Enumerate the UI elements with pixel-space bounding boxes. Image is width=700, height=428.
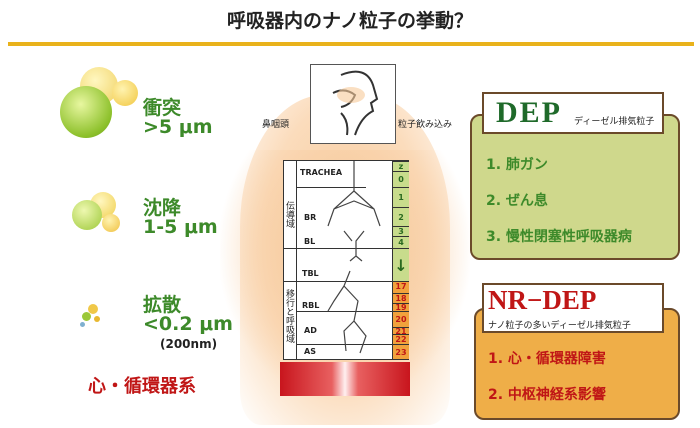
dep-title-box: DEP ディーゼル排気粒子 bbox=[482, 92, 664, 134]
generation-cell: 2 bbox=[393, 207, 409, 226]
region-label: AD bbox=[304, 326, 317, 335]
diffusion-nm: (200nm) bbox=[160, 337, 218, 351]
generation-cell: 22 bbox=[393, 334, 409, 344]
dep-title: DEP bbox=[496, 96, 562, 129]
dep-item: 3. 慢性閉塞性呼吸器病 bbox=[486, 229, 632, 245]
dep-panel: 1. 肺ガン 2. ぜん息 3. 慢性閉塞性呼吸器病 bbox=[470, 114, 680, 260]
dep-item: 2. ぜん息 bbox=[486, 193, 548, 209]
region-label: BR bbox=[304, 213, 317, 222]
impaction-size: >5 μm bbox=[143, 116, 213, 138]
zone-respiratory: 移行と呼吸域 bbox=[284, 289, 294, 343]
bloodstream-bar bbox=[280, 362, 410, 396]
diffusion-label: 拡散 bbox=[143, 294, 182, 316]
generation-cell: 4 bbox=[393, 236, 409, 248]
sedimentation-size: 1-5 μm bbox=[143, 216, 218, 238]
dep-subtitle: ディーゼル排気粒子 bbox=[574, 117, 655, 127]
generation-cell: 3 bbox=[393, 226, 409, 236]
nrdep-subtitle: ナノ粒子の多いディーゼル排気粒子 bbox=[488, 321, 631, 331]
generation-cell: 20 bbox=[393, 311, 409, 327]
region-label: AS bbox=[304, 347, 316, 356]
region-label: TBL bbox=[302, 269, 319, 278]
generation-cell: 1 bbox=[393, 187, 409, 207]
generation-cell: 21 bbox=[393, 327, 409, 336]
generation-arrow-icon: ↓ bbox=[393, 248, 409, 281]
cardiovascular-label: 心・循環器系 bbox=[88, 376, 196, 397]
nrdep-title: NR−DEP bbox=[488, 285, 597, 315]
swallow-label: 粒子飲み込み bbox=[398, 120, 453, 130]
region-label: TRACHEA bbox=[300, 168, 343, 177]
title-divider bbox=[8, 42, 694, 46]
zone-conducting: 伝導域 bbox=[284, 201, 294, 228]
generation-cell: 19 bbox=[393, 303, 409, 312]
nasopharynx-label: 鼻咽頭 bbox=[262, 120, 290, 130]
page-title: 呼吸器内のナノ粒子の挙動？ bbox=[226, 10, 474, 32]
nrdep-item: 1. 心・循環器障害 bbox=[488, 351, 606, 367]
head-diagram bbox=[310, 64, 396, 144]
diffusion-size: <0.2 μm bbox=[143, 313, 233, 335]
generation-cell: 0 bbox=[393, 171, 409, 187]
nrdep-item: 2. 中枢神経系影響 bbox=[488, 387, 606, 403]
dep-item: 1. 肺ガン bbox=[486, 157, 548, 173]
sedimentation-label: 沈降 bbox=[143, 197, 182, 219]
generation-cell: z bbox=[393, 161, 409, 171]
region-label: RBL bbox=[302, 301, 320, 310]
generation-cell: 23 bbox=[393, 344, 409, 359]
nrdep-title-box: NR−DEP ナノ粒子の多いディーゼル排気粒子 bbox=[482, 283, 664, 333]
generation-cell: 17 bbox=[393, 281, 409, 293]
generation-cell: 18 bbox=[393, 293, 409, 303]
airway-table: 伝導域 移行と呼吸域 TRACHEA BR BL TBL RBL AD AS z… bbox=[283, 160, 409, 360]
impaction-label: 衝突 bbox=[143, 97, 182, 119]
region-label: BL bbox=[304, 237, 316, 246]
